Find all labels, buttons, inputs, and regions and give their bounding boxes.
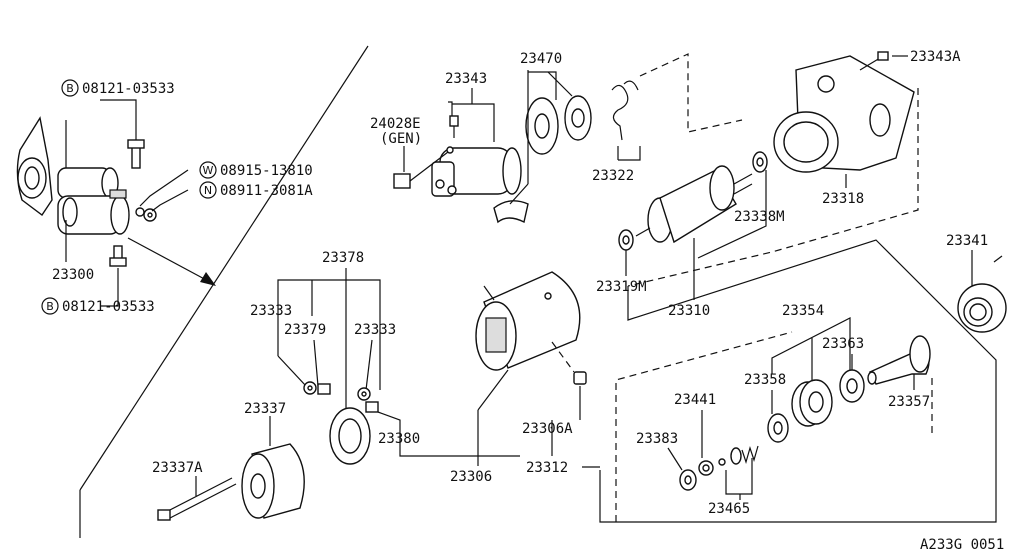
- gear-kit-dashed-box: [615, 331, 793, 522]
- screw-23343: [449, 115, 459, 138]
- washer-w: [135, 207, 145, 217]
- label-23343a: 23343A: [910, 49, 961, 65]
- armature-23310: [635, 165, 753, 244]
- cover-23341: [957, 255, 1007, 333]
- svg-text:B: B: [66, 82, 74, 95]
- label-23363: 23363: [822, 336, 864, 352]
- bearing-23319m: [618, 229, 634, 251]
- diagram-code: A233G 0051: [920, 537, 1004, 553]
- solenoid-23343: [431, 147, 522, 197]
- label-23357: 23357: [888, 394, 930, 410]
- label-23312: 23312: [526, 460, 568, 476]
- marker-b-bottom: B: [41, 297, 59, 315]
- label-08121-03533-bottom: 08121-03533: [62, 299, 155, 315]
- label-08915-13810: 08915-13810: [220, 163, 313, 179]
- label-23333-left: 23333: [250, 303, 292, 319]
- label-23300: 23300: [52, 267, 94, 283]
- label-23338m: 23338M: [734, 209, 785, 225]
- bearing-23363: [839, 369, 865, 403]
- direction-arrow: [127, 237, 211, 283]
- svg-text:B: B: [46, 300, 54, 313]
- bearing-23338m: [752, 151, 768, 173]
- svg-text:N: N: [204, 184, 212, 197]
- label-08121-03533-top: 08121-03533: [82, 81, 175, 97]
- marker-w: W: [199, 161, 217, 179]
- label-23383: 23383: [636, 431, 678, 447]
- rear-cover-23337: [241, 443, 305, 519]
- gasket-set-23470: [493, 95, 592, 224]
- label-23306a: 23306A: [522, 421, 573, 437]
- spring-23333-left: [303, 381, 317, 395]
- brush-23379: [317, 383, 331, 395]
- label-23354: 23354: [782, 303, 824, 319]
- label-08911-3081a: 08911-3081A: [220, 183, 313, 199]
- spring-retainer-23465: [718, 445, 759, 466]
- label-gen: (GEN): [380, 131, 422, 147]
- direction-arrowhead: [200, 272, 216, 286]
- label-24028e: 24028E: [370, 116, 421, 132]
- washer-23383: [679, 469, 697, 491]
- spring-clip-23322: [611, 80, 639, 141]
- gear-kit-outline-box: [599, 239, 997, 523]
- label-23310: 23310: [668, 303, 710, 319]
- bolt-bottom: [109, 245, 127, 267]
- shaft-23357: [867, 335, 931, 385]
- bearing-23354: [767, 413, 789, 443]
- label-23343: 23343: [445, 71, 487, 87]
- section-divider-line: [79, 45, 369, 491]
- through-bolt-23337a: [157, 477, 237, 521]
- ball-23441: [698, 460, 714, 476]
- bolt-23343a: [859, 51, 889, 71]
- label-23306: 23306: [450, 469, 492, 485]
- label-23358: 23358: [744, 372, 786, 388]
- label-23319m: 23319M: [596, 279, 647, 295]
- label-23337a: 23337A: [152, 460, 203, 476]
- brush-23380: [365, 401, 379, 413]
- label-23337: 23337: [244, 401, 286, 417]
- yoke-23306: [475, 271, 581, 371]
- screw-23306a: [573, 371, 587, 385]
- bolt-top: [127, 139, 145, 169]
- label-23441: 23441: [674, 392, 716, 408]
- brush-holder-23378: [329, 407, 371, 465]
- marker-b-top: B: [61, 79, 79, 97]
- label-23465: 23465: [708, 501, 750, 517]
- marker-n: N: [199, 181, 217, 199]
- label-23379: 23379: [284, 322, 326, 338]
- label-23341: 23341: [946, 233, 988, 249]
- nut-n: [143, 208, 157, 222]
- starter-assembly-drawing: [16, 116, 130, 235]
- label-23380: 23380: [378, 431, 420, 447]
- gear-housing-23318: [773, 55, 915, 173]
- label-23333-right: 23333: [354, 322, 396, 338]
- spring-23333-right: [357, 387, 371, 401]
- svg-text:W: W: [203, 164, 214, 177]
- label-23470: 23470: [520, 51, 562, 67]
- connector-24028e: [393, 146, 454, 189]
- pinion-gear-23358: [791, 379, 833, 427]
- label-23322: 23322: [592, 168, 634, 184]
- label-23378: 23378: [322, 250, 364, 266]
- label-23318: 23318: [822, 191, 864, 207]
